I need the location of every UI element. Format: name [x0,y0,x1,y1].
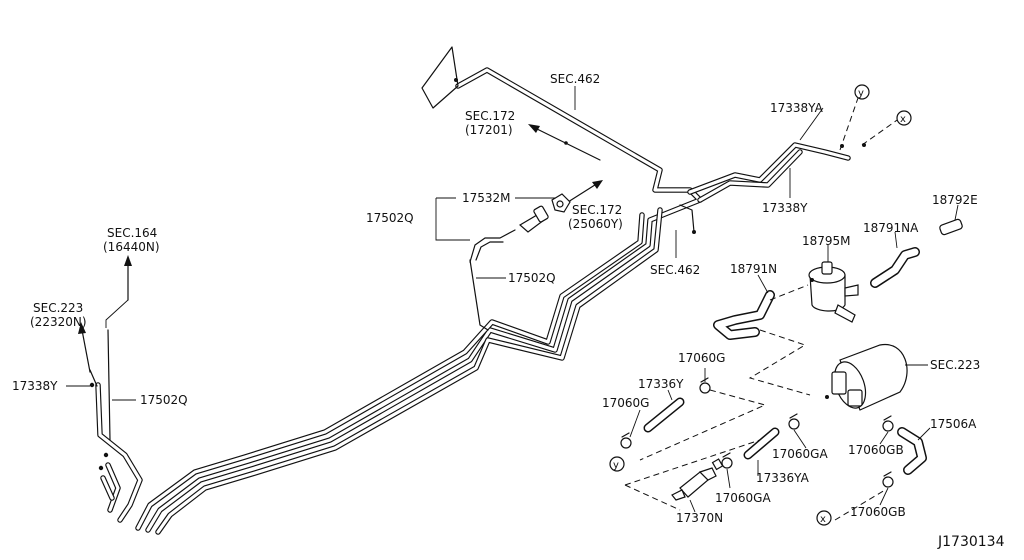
hose-18791n [713,274,775,340]
clamp-17060g-top [699,368,711,394]
arrow-sec172-17201 [528,124,601,161]
arrow-sec164 [105,255,132,328]
canister-sec223 [825,343,928,411]
label-sec172-b: SEC.172 [572,203,622,217]
marker-y-bottom-letter: y [613,460,619,471]
hose-17336ya [743,427,780,476]
label-sec462-top: SEC.462 [550,72,600,86]
marker-x-bottom-letter: x [820,514,826,525]
label-sec164-sub: (16440N) [103,240,160,254]
label-18795m: 18795M [802,234,851,248]
label-17506a: 17506A [930,417,977,431]
clamp-17060ga-left [721,452,733,489]
label-17060g-left: 17060G [602,396,649,410]
label-sec172-a-sub: (17201) [465,123,513,137]
filler-bracket [421,46,459,109]
leader-lines [66,86,824,401]
arrow-sec172-25060y [567,180,603,203]
label-17060ga-right: 17060GA [772,447,828,461]
label-17502q-c: 17502Q [140,393,188,407]
marker-y-top [854,84,870,100]
connector-18792e [939,204,963,236]
marker-y-top-letter: y [858,88,864,99]
label-sec223-right: SEC.223 [930,358,980,372]
label-sec462-mid: SEC.462 [650,263,700,277]
connector-17532m [515,193,571,233]
clamp-17060gb-top [879,415,894,445]
label-sec172-b-sub: (25060Y) [568,217,623,231]
label-17336ya: 17336YA [756,471,810,485]
label-17370n: 17370N [676,511,723,525]
valve-17370n [671,458,724,513]
label-17338y-right: 17338Y [762,201,808,215]
label-17532m: 17532M [462,191,511,205]
label-18792e: 18792E [932,193,978,207]
label-sec164: SEC.164 [107,226,157,240]
label-18791n: 18791N [730,262,777,276]
label-17336y: 17336Y [638,377,684,391]
label-sec172-a: SEC.172 [465,109,515,123]
diagram-id-code: J1730134 [937,534,1005,550]
label-sec223-left-sub: (22320N) [30,315,87,329]
marker-x-top-letter: x [900,114,906,125]
label-17060gb-top: 17060GB [848,443,904,457]
label-17060ga-left: 17060GA [715,491,771,505]
label-sec223-left: SEC.223 [33,301,83,315]
clamp-17060gb-bottom [879,471,894,506]
label-17502q-a: 17502Q [366,211,414,225]
label-17338y-left: 17338Y [12,379,58,393]
marker-x-top [896,110,912,126]
label-18791na: 18791NA [863,221,919,235]
marker-x-bottom [816,510,832,526]
label-17338ya: 17338YA [770,101,824,115]
valve-18795m [808,245,859,323]
hose-17506a [897,427,931,475]
dashed-routing [624,97,901,521]
clamp-17060ga-right [788,413,807,449]
main-tube-bundle [89,67,851,535]
arrow-sec223-left [78,322,91,373]
hose-17336y [643,389,685,433]
label-17060g-top: 17060G [678,351,725,365]
hose-18791na [870,231,920,288]
clamp-17060g-left [620,409,641,449]
label-17060gb-bottom: 17060GB [850,505,906,519]
label-17502q-b: 17502Q [508,271,556,285]
marker-y-bottom [609,456,625,472]
